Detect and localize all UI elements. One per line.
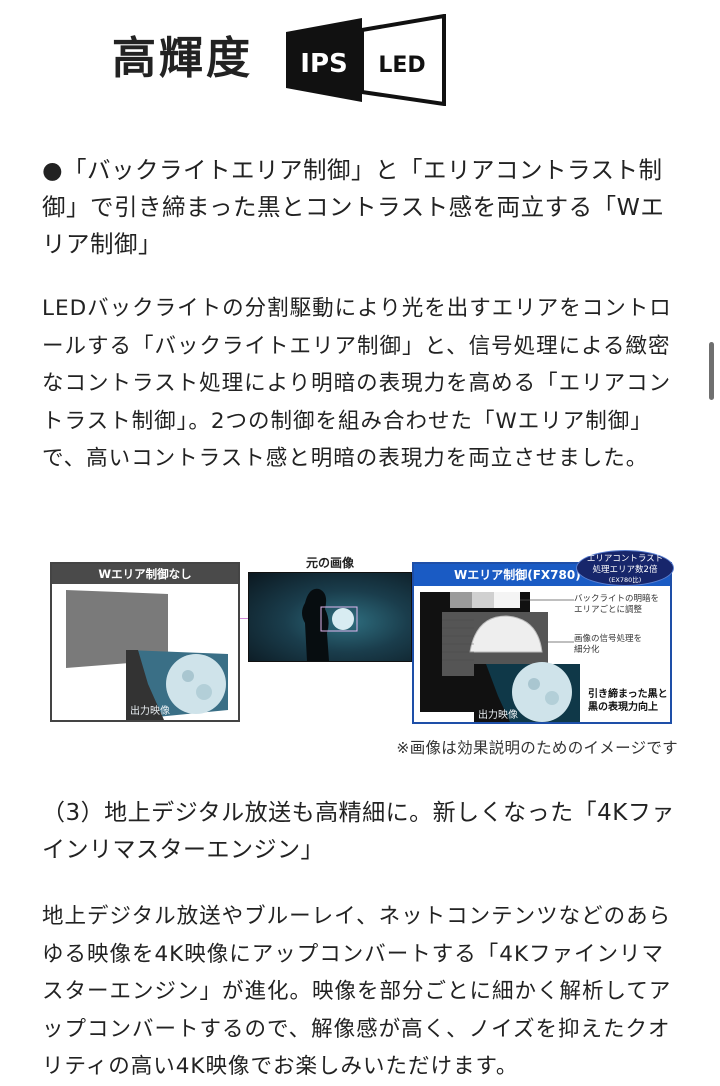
logo-kanji: 高輝度 bbox=[112, 33, 253, 84]
annotation-signal-line2: 細分化 bbox=[574, 645, 600, 655]
w-area-control-diagram: Wエリア制御なし 出力映像 元の画像 Wエリア制御(FX780) bbox=[48, 550, 678, 734]
annotation-backlight: バックライトの明暗を エリアごとに調整 bbox=[574, 594, 659, 616]
image-disclaimer-caption: ※画像は効果説明のためのイメージです bbox=[396, 739, 678, 757]
original-scene-image bbox=[248, 572, 412, 662]
annotation-backlight-line2: エリアごとに調整 bbox=[574, 605, 643, 615]
badge-led-text: LED bbox=[378, 53, 425, 78]
silhouette-moon-illustration bbox=[302, 588, 358, 661]
annotation-signal-processing: 画像の信号処理を 細分化 bbox=[574, 634, 642, 656]
section-heading-4k-remaster: （3）地上デジタル放送も高精細に。新しくなった「4Kファインリマスターエンジン」 bbox=[42, 800, 675, 863]
badge-ips-text: IPS bbox=[300, 49, 347, 79]
annotation-backlight-line1: バックライトの明暗を bbox=[574, 594, 660, 604]
badge-line3: (EX780比) bbox=[608, 576, 642, 584]
section-heading-w-area-control: ●「バックライトエリア制御」と「エリアコントラスト制御」で引き締まった黒とコント… bbox=[42, 156, 665, 258]
result-text: 引き締まった黒と 黒の表現力向上 bbox=[588, 688, 668, 714]
output-image-label-left: 出力映像 bbox=[130, 706, 170, 717]
panel-with-w-area-control: Wエリア制御(FX780) バックライトの明暗を エリアごとに調整 bbox=[412, 562, 672, 724]
annotation-signal-line1: 画像の信号処理を bbox=[574, 634, 643, 644]
output-image-label-right: 出力映像 bbox=[478, 710, 518, 721]
section-body-4k-remaster: 地上デジタル放送やブルーレイ、ネットコンテンツなどのあらゆる映像を4K映像にアッ… bbox=[42, 904, 672, 1079]
output-illustration-left bbox=[66, 590, 228, 720]
layered-area-illustration bbox=[420, 592, 580, 722]
badge-line2: 処理エリア数2倍 bbox=[592, 564, 658, 575]
result-line1: 引き締まった黒と bbox=[588, 689, 668, 700]
section-body-w-area-control: LEDバックライトの分割駆動により光を出すエリアをコントロールする「バックライト… bbox=[42, 296, 672, 471]
badge-line1: エリアコントラスト bbox=[586, 554, 664, 564]
area-contrast-2x-badge: エリアコントラスト 処理エリア数2倍 (EX780比) bbox=[576, 550, 674, 586]
result-line2: 黒の表現力向上 bbox=[588, 702, 658, 713]
brightness-ips-led-logo: 高輝度 IPS LED bbox=[112, 14, 452, 106]
vertical-scrollbar[interactable] bbox=[709, 342, 714, 400]
panel-left-title: Wエリア制御なし bbox=[52, 564, 238, 584]
panel-mid-title: 元の画像 bbox=[305, 556, 354, 570]
panel-without-w-area-control: Wエリア制御なし 出力映像 bbox=[50, 562, 240, 722]
ips-led-badge-icon: IPS LED bbox=[286, 14, 446, 106]
panel-original-image: 元の画像 bbox=[246, 554, 414, 674]
